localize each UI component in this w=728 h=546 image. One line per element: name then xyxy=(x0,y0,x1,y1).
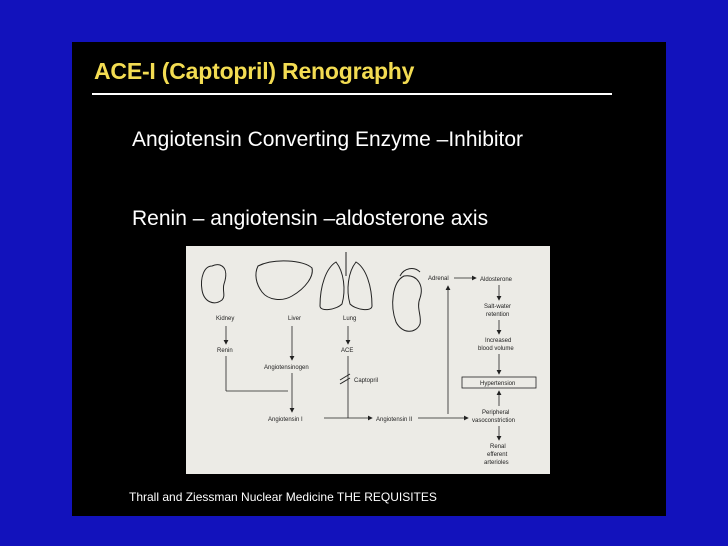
lung-label: Lung xyxy=(343,316,356,322)
captopril-block-2 xyxy=(339,377,351,385)
kidney-label: Kidney xyxy=(216,316,234,322)
ace-label: ACE xyxy=(341,348,353,354)
angiotensinogen-label: Angiotensinogen xyxy=(264,365,309,371)
peripheral-label-2: vasoconstriction xyxy=(472,418,515,424)
lung-drawing-right xyxy=(347,261,373,311)
hypertension-box xyxy=(461,376,537,389)
renal-label-3: arterioles xyxy=(484,460,509,466)
salt-water-label-2: retention xyxy=(486,312,509,318)
bullet-ace-inhibitor: Angiotensin Converting Enzyme –Inhibitor xyxy=(132,128,524,151)
angiotensin-ii-label: Angiotensin II xyxy=(376,417,413,423)
lung-drawing-left xyxy=(319,261,345,311)
raa-diagram-svg: Kidney Liver Lung Adrenal Renin Angioten… xyxy=(201,252,537,466)
renin-label: Renin xyxy=(217,348,233,354)
raa-diagram: Kidney Liver Lung Adrenal Renin Angioten… xyxy=(186,246,550,474)
adrenal-gland-drawing xyxy=(399,268,421,277)
peripheral-label-1: Peripheral xyxy=(482,410,509,416)
bullet-raa-axis: Renin – angiotensin –aldosterone axis xyxy=(132,207,489,230)
liver-drawing xyxy=(255,260,313,300)
hypertension-label: Hypertension xyxy=(480,381,515,387)
blood-volume-label-2: blood volume xyxy=(478,346,514,352)
title-underline xyxy=(92,93,612,95)
blood-volume-label-1: Increased xyxy=(485,338,511,344)
renal-label-1: Renal xyxy=(490,444,506,450)
adrenal-kidney-drawing xyxy=(392,275,422,332)
angiotensin-i-label: Angiotensin I xyxy=(268,417,303,423)
aldosterone-label: Aldosterone xyxy=(480,277,513,283)
captopril-label: Captopril xyxy=(354,378,378,384)
liver-label: Liver xyxy=(288,316,301,322)
adrenal-label: Adrenal xyxy=(428,276,449,282)
captopril-block-1 xyxy=(339,373,351,381)
renal-label-2: efferent xyxy=(487,452,508,458)
source-caption: Thrall and Ziessman Nuclear Medicine THE… xyxy=(129,490,437,504)
slide-title: ACE-I (Captopril) Renography xyxy=(94,58,415,84)
kidney-drawing xyxy=(201,264,227,304)
salt-water-label-1: Salt-water xyxy=(484,304,511,310)
